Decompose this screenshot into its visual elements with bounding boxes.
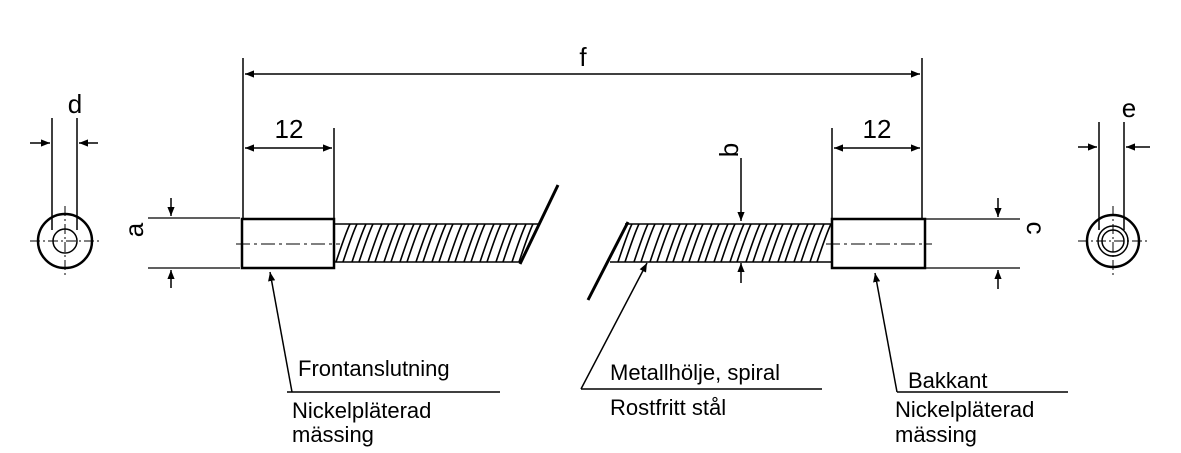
- spiral-coil: [649, 223, 672, 263]
- spiral-coil: [745, 223, 768, 263]
- spiral-coil: [633, 223, 656, 263]
- callout-rear-connector: Bakkant Nickelpläterad mässing: [873, 272, 1068, 447]
- callout-sheath-material: Rostfritt stål: [610, 395, 726, 420]
- callout-front-connector: Frontanslutning Nickelpläterad mässing: [268, 271, 500, 447]
- front-diameter-dimension: a: [119, 198, 240, 288]
- spiral-coil: [713, 223, 736, 263]
- spiral-coil: [761, 223, 784, 263]
- spiral-coil: [415, 223, 438, 263]
- spiral-coil: [617, 223, 640, 263]
- rear-end-view: e: [1078, 93, 1150, 276]
- dimension-label-a: a: [119, 222, 149, 237]
- spiral-coil: [511, 223, 534, 263]
- callout-front-material-2: mässing: [292, 422, 374, 447]
- spiral-sheath-right: [586, 221, 832, 301]
- dimension-label-b: b: [714, 143, 744, 157]
- callout-spiral-sheath: Metallhölje, spiral Rostfritt stål: [580, 262, 822, 420]
- spiral-coil: [809, 223, 832, 263]
- sheath-diameter-dimension: b: [714, 143, 745, 283]
- spiral-coil: [777, 223, 800, 263]
- spiral-coil: [335, 223, 358, 263]
- front-end-view: d: [30, 89, 100, 276]
- front-connector: [236, 217, 340, 270]
- dimension-label-rear-12: 12: [863, 114, 892, 144]
- callout-rear-title: Bakkant: [908, 368, 988, 393]
- callout-front-material-1: Nickelpläterad: [292, 398, 431, 423]
- spiral-coil: [431, 223, 454, 263]
- spiral-coil: [351, 223, 374, 263]
- spiral-coil: [729, 223, 752, 263]
- dimension-label-f: f: [579, 42, 587, 72]
- dimension-label-c: c: [1021, 222, 1051, 235]
- spiral-coil: [447, 223, 470, 263]
- spiral-coil: [367, 223, 390, 263]
- spiral-sheath-left: [334, 184, 560, 265]
- rear-diameter-dimension: c: [926, 198, 1051, 289]
- spiral-coil: [681, 223, 704, 263]
- spiral-coil: [399, 223, 422, 263]
- rear-connector: [826, 217, 932, 270]
- dimension-label-d: d: [68, 89, 82, 119]
- callout-front-title: Frontanslutning: [298, 356, 450, 381]
- callout-rear-material-2: mässing: [895, 422, 977, 447]
- callout-sheath-title: Metallhölje, spiral: [610, 360, 780, 385]
- spiral-coil: [463, 223, 486, 263]
- spiral-coil: [495, 223, 518, 263]
- dimension-label-e: e: [1122, 93, 1136, 123]
- spiral-coil: [383, 223, 406, 263]
- dimension-label-front-12: 12: [275, 114, 304, 144]
- rear-length-dimension: 12: [831, 114, 920, 218]
- spiral-coil: [697, 223, 720, 263]
- spiral-coil: [793, 223, 816, 263]
- overall-length-dimension: f: [242, 42, 923, 218]
- callout-rear-material-1: Nickelpläterad: [895, 397, 1034, 422]
- spiral-coil: [665, 223, 688, 263]
- spiral-coil: [479, 223, 502, 263]
- front-length-dimension: 12: [245, 114, 335, 218]
